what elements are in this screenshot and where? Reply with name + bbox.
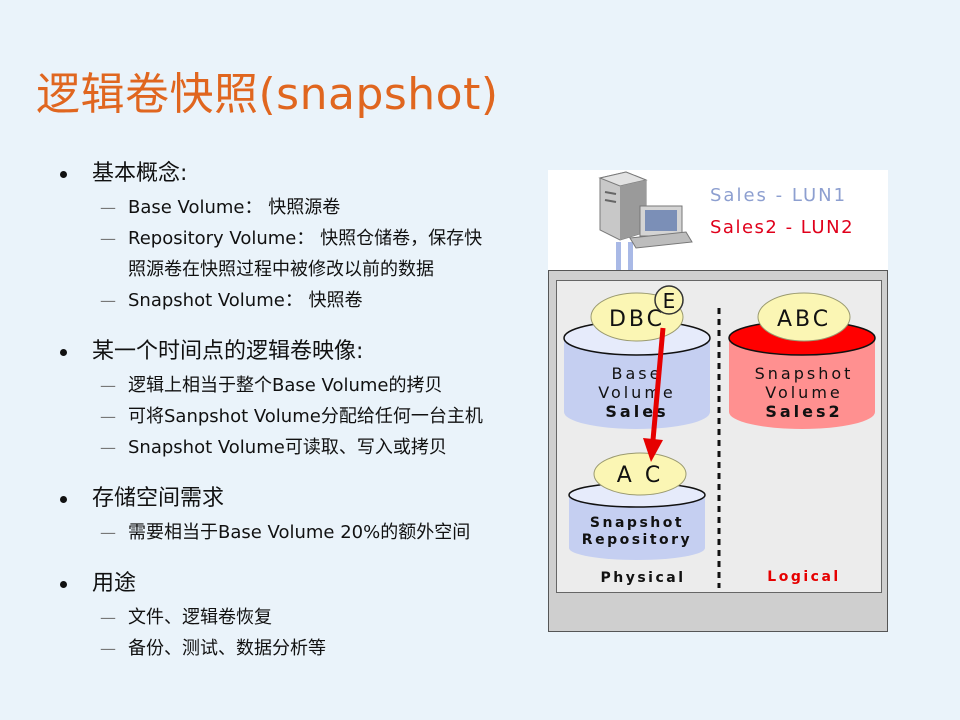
lun1-label: Sales - LUN1 [710,185,847,206]
bullet-dot [60,171,67,178]
page-title: 逻辑卷快照(snapshot) [36,69,499,120]
section-concepts: 基本概念: — Base Volume： 快照源卷 — Repository Vol… [60,160,530,316]
sub-bullet: — Repository Volume： 快照仓储卷，保存快 [60,223,530,254]
sub-bullet: — 备份、测试、数据分析等 [60,633,530,664]
dash-marker: — [100,438,116,457]
snapshot-volume-line3: Sales2 [765,402,842,421]
sub-bullet: — 文件、逻辑卷恢复 [60,602,530,633]
base-volume-body [564,338,710,429]
dash-marker: — [100,229,116,248]
section-point-in-time: 某一个时间点的逻辑卷映像: — 逻辑上相当于整个Base Volume的拷贝 — 可… [60,338,530,463]
snapshot-data-label: ABC [777,307,831,332]
dash-marker: — [100,608,116,627]
snapshot-volume-body [729,338,875,429]
sub-bullet: — Snapshot Volume： 快照卷 [60,285,530,316]
sub-bullet-text: Snapshot Volume： 快照卷 [128,290,363,311]
server-icon [598,171,693,272]
sub-bullet-text: 逻辑上相当于整个Base Volume的拷贝 [128,375,443,396]
bullet-heading: 某一个时间点的逻辑卷映像: [60,338,530,366]
sub-bullet: — 需要相当于Base Volume 20%的额外空间 [60,517,530,548]
sub-bullet-text: Snapshot Volume可读取、写入或拷贝 [128,437,447,458]
base-volume-line3: Sales [605,402,668,421]
dash-marker: — [100,639,116,658]
lun2-label: Sales2 - LUN2 [710,217,854,238]
copy-arrow-head [643,438,663,462]
dash-marker: — [100,376,116,395]
bullet-heading: 用途 [60,570,530,598]
section-usage: 用途 — 文件、逻辑卷恢复 — 备份、测试、数据分析等 [60,570,530,664]
bullet-dot [60,581,67,588]
bullet-list: 基本概念: — Base Volume： 快照源卷 — Repository Vol… [60,160,530,686]
repository-data-label: A C [617,463,663,488]
bullet-dot [60,496,67,503]
changed-block-bubble [654,285,684,315]
repository-body [569,495,705,560]
changed-block-label: E [663,289,676,313]
dash-marker: — [100,523,116,542]
sub-bullet-text: 照源卷在快照过程中被修改以前的数据 [128,259,434,280]
repository-line2: Repository [582,532,692,548]
copy-arrow [643,327,666,462]
dash-marker: — [100,291,116,310]
heading-text: 用途 [92,571,137,596]
sub-bullet: — Base Volume： 快照源卷 [60,192,530,223]
sub-bullet-text: 可将Sanpshot Volume分配给任何一台主机 [128,406,483,427]
sub-bullet: — 可将Sanpshot Volume分配给任何一台主机 [60,401,530,432]
dash-marker: — [100,198,116,217]
section-storage: 存储空间需求 — 需要相当于Base Volume 20%的额外空间 [60,485,530,548]
base-data-label: DBC [609,307,665,332]
snapshot-diagram: Sales - LUN1 Sales2 - LUN2 Base Volume S… [548,170,888,632]
repository-line1: Snapshot [590,515,684,531]
snapshot-volume-line2: Volume [765,383,843,402]
heading-text: 基本概念: [92,161,188,186]
physical-label: Physical [600,570,685,586]
bullet-heading: 存储空间需求 [60,485,530,513]
sub-bullet-text: Base Volume： 快照源卷 [128,197,341,218]
sub-bullet: — Snapshot Volume可读取、写入或拷贝 [60,432,530,463]
dash-marker: — [100,407,116,426]
snapshot-data-oval [757,292,851,342]
heading-text: 存储空间需求 [92,486,225,511]
diagram-svg: Sales - LUN1 Sales2 - LUN2 Base Volume S… [548,170,888,632]
base-volume-line1: Base [612,364,663,383]
sub-bullet-text: 需要相当于Base Volume 20%的额外空间 [128,522,471,543]
snapshot-volume-line1: Snapshot [755,364,854,383]
bullet-heading: 基本概念: [60,160,530,188]
logical-label: Logical [767,569,840,585]
sub-bullet-text: 文件、逻辑卷恢复 [128,607,272,628]
bullet-dot [60,349,67,356]
base-volume-line2: Volume [598,383,676,402]
sub-bullet-text: Repository Volume： 快照仓储卷，保存快 [128,228,483,249]
copy-arrow-shaft [650,327,666,441]
repository-data-oval [593,452,687,496]
heading-text: 某一个时间点的逻辑卷映像: [92,339,364,364]
sub-bullet-continuation: 照源卷在快照过程中被修改以前的数据 [60,254,530,285]
sub-bullet: — 逻辑上相当于整个Base Volume的拷贝 [60,370,530,401]
sub-bullet-text: 备份、测试、数据分析等 [128,638,326,659]
